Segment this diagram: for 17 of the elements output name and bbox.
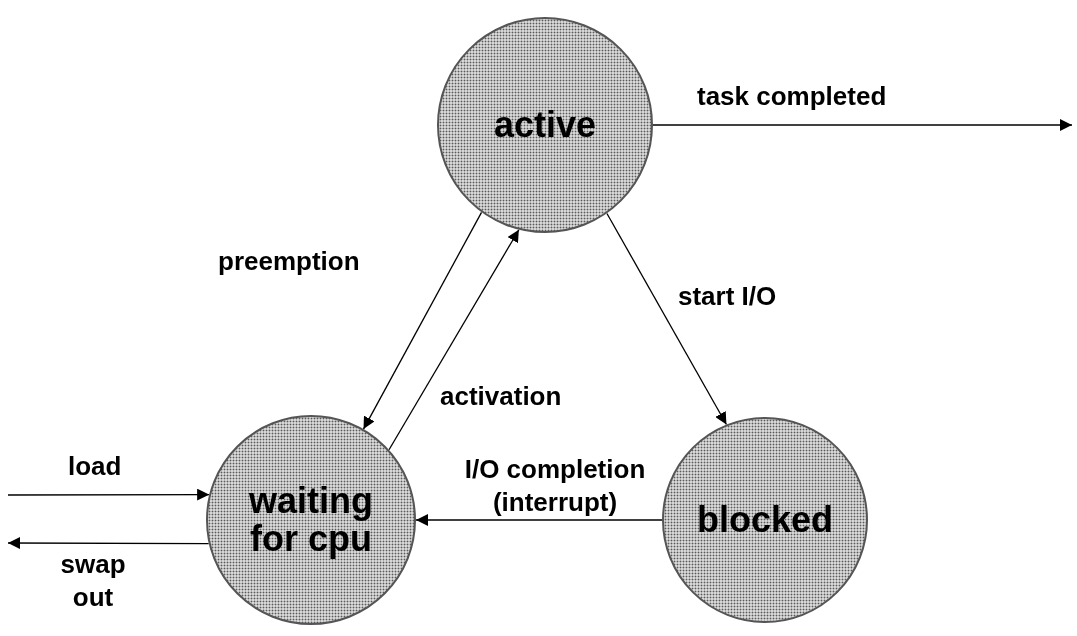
arrow (362, 211, 483, 430)
arrow (7, 488, 210, 501)
state-name: blocked (696, 501, 833, 539)
edge-label: swap out (59, 548, 127, 613)
edge-label: start I/O (678, 280, 778, 313)
edge-label: activation (440, 380, 563, 413)
edge-label: preemption (218, 245, 361, 278)
edge-label: load (68, 450, 123, 483)
state-name: waiting for cpu (248, 482, 374, 558)
arrow (388, 229, 520, 451)
arrow (7, 537, 210, 550)
arrow (652, 119, 1073, 131)
state-name: active (493, 106, 597, 144)
arrow (415, 514, 663, 526)
edge-label: task completed (697, 80, 888, 113)
edge-label: I/O completion (interrupt) (463, 453, 647, 518)
arrow (606, 212, 728, 426)
